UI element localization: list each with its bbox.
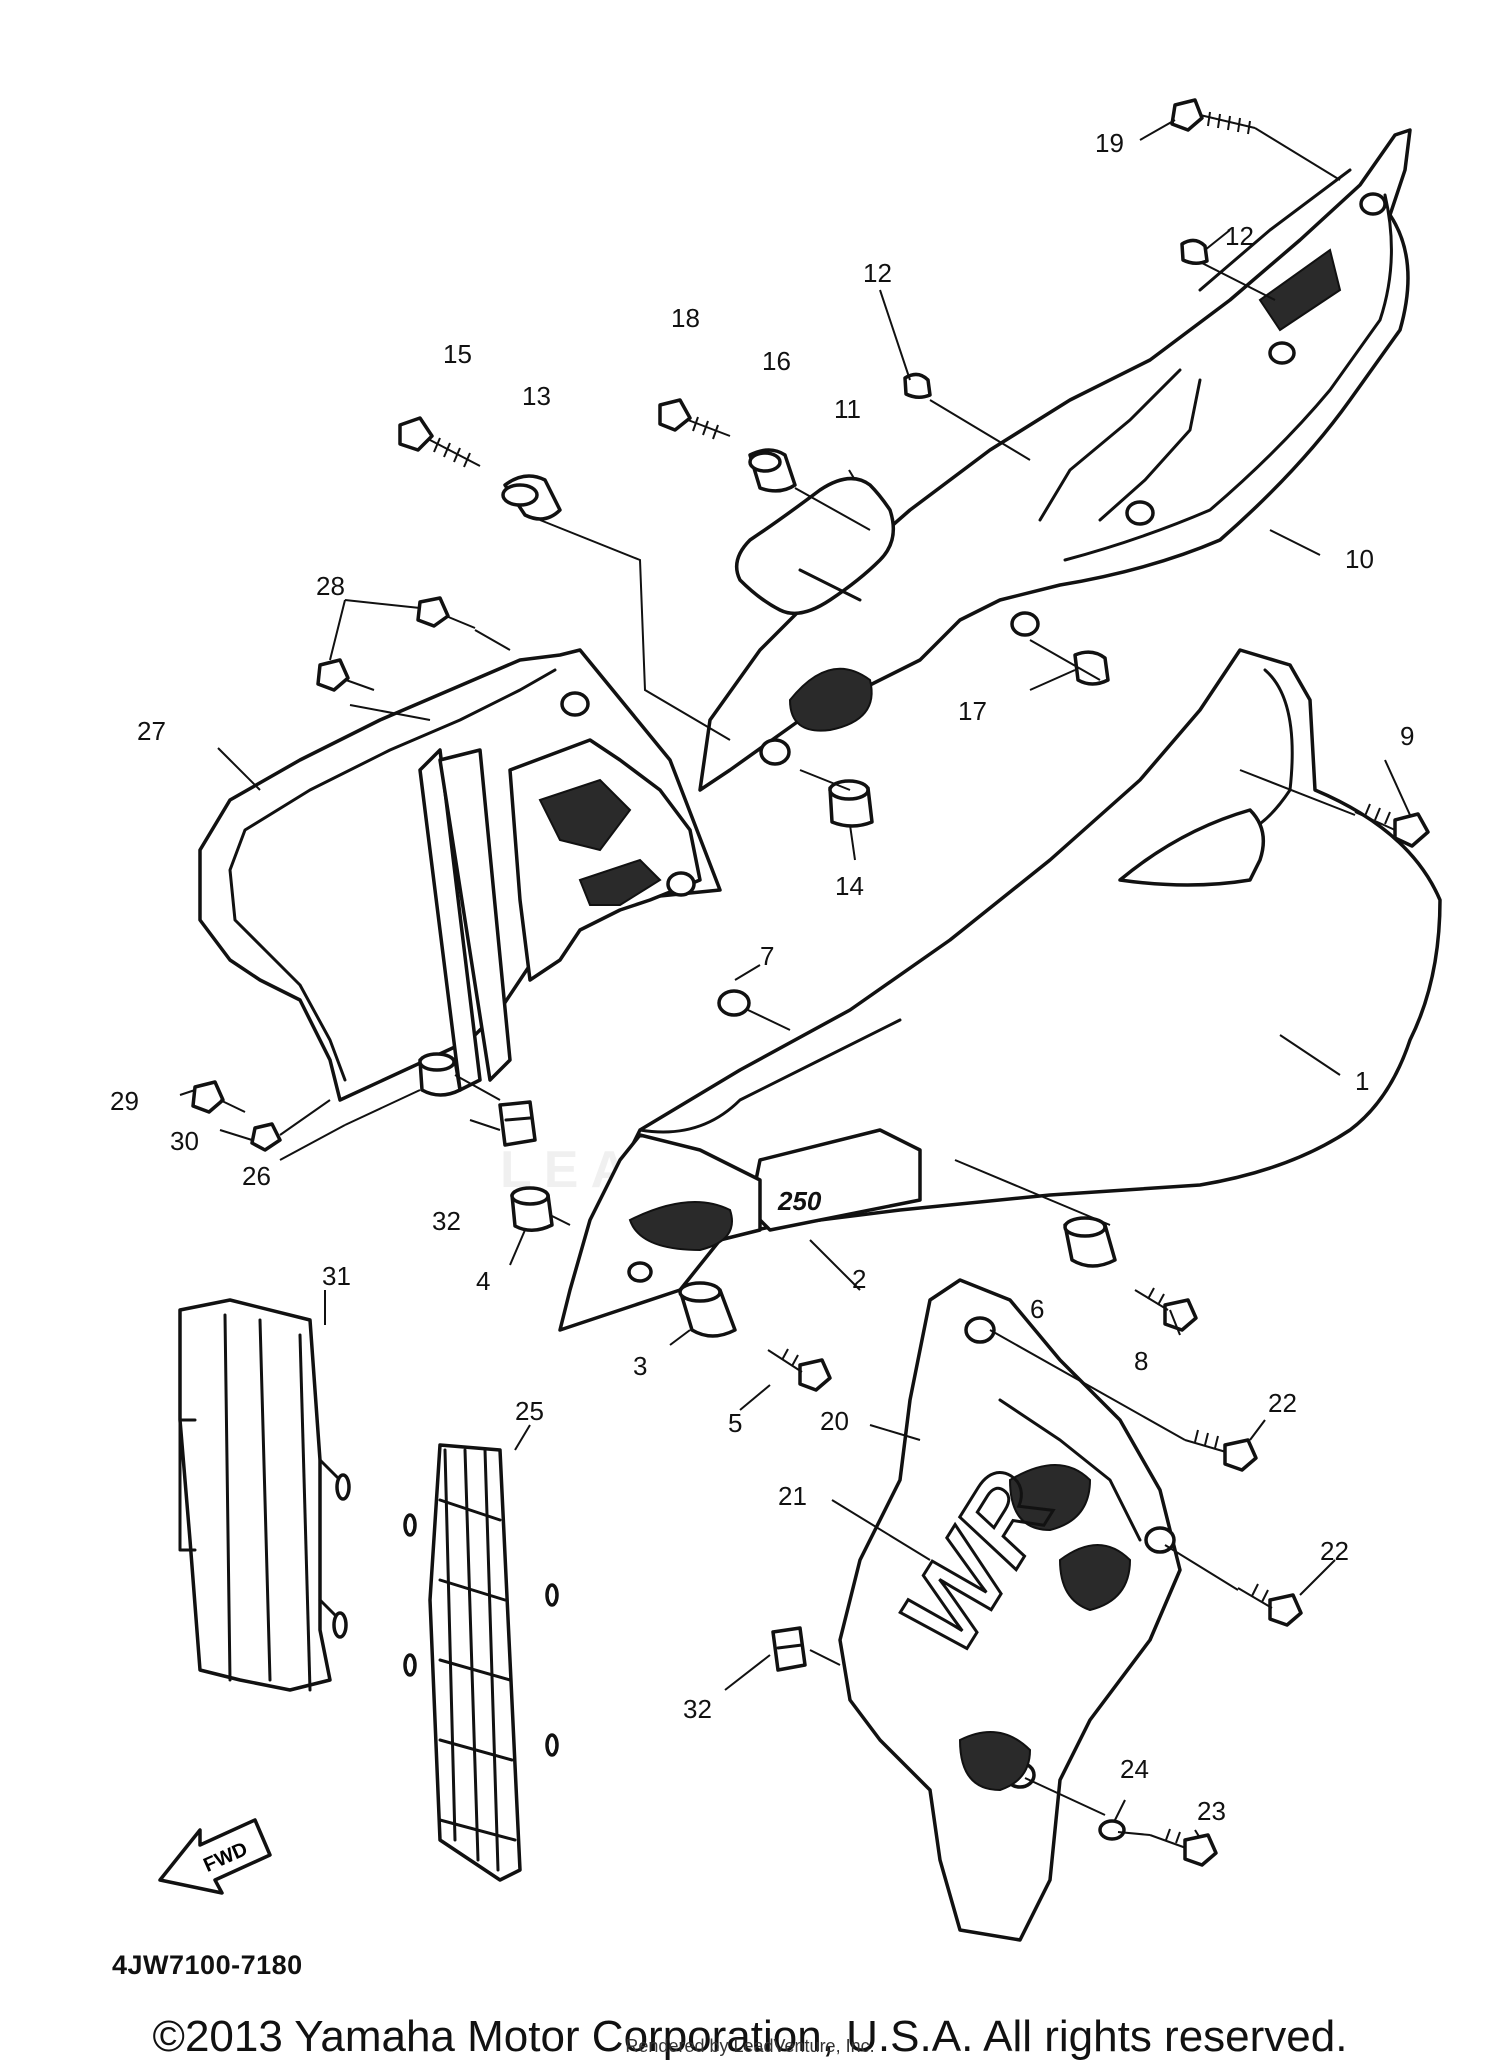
callout-19: 19 <box>1095 128 1124 158</box>
bolt-29[interactable] <box>191 1080 246 1114</box>
callout-7: 7 <box>760 941 774 971</box>
collar-3[interactable] <box>678 1281 737 1338</box>
callout-2: 2 <box>852 1264 866 1294</box>
collar-14[interactable] <box>828 779 874 828</box>
callout-10: 10 <box>1345 544 1374 574</box>
washer-24[interactable] <box>1098 1819 1126 1841</box>
part-20-shroud[interactable]: WR <box>838 1278 1182 1942</box>
callout-32a: 32 <box>432 1206 461 1236</box>
bolt-8[interactable] <box>1134 1287 1198 1332</box>
part-25-radiator-grille[interactable] <box>403 1443 559 1882</box>
callout-24: 24 <box>1120 1754 1149 1784</box>
callout-23: 23 <box>1197 1796 1226 1826</box>
callout-15: 15 <box>443 339 472 369</box>
part-front-plate <box>558 1133 762 1332</box>
callout-5: 5 <box>728 1408 742 1438</box>
callout-18: 18 <box>671 303 700 333</box>
callout-11: 11 <box>834 394 861 424</box>
bolt-22a[interactable] <box>1184 1429 1258 1472</box>
callout-20: 20 <box>820 1406 849 1436</box>
callout-30: 30 <box>170 1126 199 1156</box>
callout-31: 31 <box>322 1261 351 1291</box>
callout-1: 1 <box>1355 1066 1369 1096</box>
grommet-12a[interactable] <box>903 372 932 399</box>
grommet-12b[interactable] <box>1180 238 1209 265</box>
washer-7[interactable] <box>717 989 751 1017</box>
callout-3: 3 <box>633 1351 647 1381</box>
callout-9: 9 <box>1400 721 1414 751</box>
part-10-side-cover[interactable] <box>698 128 1412 792</box>
bolt-15[interactable] <box>398 416 481 468</box>
callout-17: 17 <box>958 696 987 726</box>
collar-17[interactable] <box>1073 650 1110 686</box>
bolt-9[interactable] <box>1354 803 1430 848</box>
bolt-19[interactable] <box>1170 98 1256 135</box>
callout-8: 8 <box>1134 1346 1148 1376</box>
bolt-28b[interactable] <box>316 658 375 692</box>
bolt-28a[interactable] <box>416 596 476 629</box>
nut-30[interactable] <box>250 1122 282 1152</box>
collar-6[interactable] <box>1063 1216 1117 1268</box>
part-31-radiator-cover[interactable] <box>178 1298 351 1692</box>
callout-22b: 22 <box>1320 1536 1349 1566</box>
bolt-22b[interactable] <box>1237 1583 1303 1627</box>
callout-27: 27 <box>137 716 166 746</box>
callout-32b: 32 <box>683 1694 712 1724</box>
collar-16[interactable] <box>748 448 797 493</box>
callout-26: 26 <box>242 1161 271 1191</box>
leader-lines <box>179 119 1411 1839</box>
callout-12b: 12 <box>1225 221 1254 251</box>
callouts: 1 2 3 4 5 6 7 8 9 10 11 12 12 13 14 15 1… <box>110 128 1414 1826</box>
callout-4: 4 <box>476 1266 490 1296</box>
callout-14: 14 <box>835 871 864 901</box>
callout-16: 16 <box>762 346 791 376</box>
callout-21: 21 <box>778 1481 807 1511</box>
callout-25: 25 <box>515 1396 544 1426</box>
callout-6: 6 <box>1030 1294 1044 1324</box>
clip-32b[interactable] <box>771 1626 807 1672</box>
bolt-18[interactable] <box>658 398 731 440</box>
part-27-shroud[interactable] <box>198 648 722 1102</box>
callout-22a: 22 <box>1268 1388 1297 1418</box>
part-1-side-panel[interactable] <box>618 648 1442 1252</box>
fwd-arrow: FWD <box>158 1818 272 1895</box>
callout-12a: 12 <box>863 258 892 288</box>
callout-13: 13 <box>522 381 551 411</box>
collar-4[interactable] <box>510 1186 554 1232</box>
callout-29: 29 <box>110 1086 139 1116</box>
badge-250-text: 250 <box>777 1186 822 1216</box>
clip-32a[interactable] <box>498 1100 537 1147</box>
part-code: 4JW7100-7180 <box>112 1950 303 1980</box>
rendered-by-text: Rendered by LeadVenture, Inc. <box>625 2036 875 2056</box>
bolt-5[interactable] <box>767 1348 832 1392</box>
bolt-23[interactable] <box>1149 1828 1218 1867</box>
collar-26-area[interactable] <box>418 1052 462 1097</box>
collar-13[interactable] <box>501 474 562 521</box>
part-11-decal[interactable] <box>734 476 896 616</box>
callout-28: 28 <box>316 571 345 601</box>
